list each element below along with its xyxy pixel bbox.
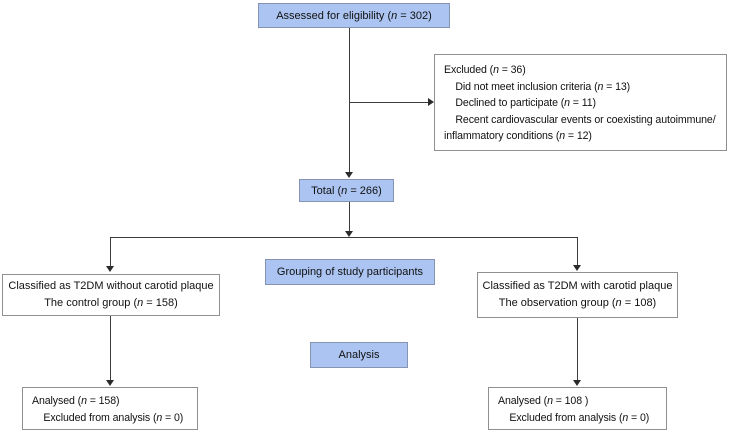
arrowhead-into-total: [345, 172, 353, 178]
arrowhead-at-split: [345, 231, 353, 237]
total-box: Total (n = 266): [299, 179, 394, 202]
analysed-control-box: Analysed (n = 158) Excluded from analysi…: [22, 387, 198, 430]
connector-assessed-to-total: [349, 28, 350, 174]
assessed-eligibility-box: Assessed for eligibility (n = 302): [258, 3, 450, 28]
analysed-observation-box: Analysed (n = 108 ) Excluded from analys…: [488, 387, 667, 430]
arrowhead-into-right-analysed: [573, 380, 581, 386]
arrowhead-into-right-group: [573, 265, 581, 271]
connector-left-group-to-analysed: [110, 316, 111, 381]
grouping-label-box: Grouping of study participants: [265, 259, 435, 285]
arrowhead-into-excluded: [428, 98, 434, 106]
control-group-box: Classified as T2DM without carotid plaqu…: [2, 274, 220, 316]
connector-right-group-to-analysed: [577, 318, 578, 381]
connector-split-to-right-group: [577, 237, 578, 266]
split-line: [110, 237, 578, 238]
analysis-label-box: Analysis: [310, 342, 408, 368]
connector-total-to-split: [349, 202, 350, 231]
connector-split-to-left-group: [110, 237, 111, 267]
connector-to-excluded: [349, 102, 428, 103]
arrowhead-into-left-group: [106, 266, 114, 272]
excluded-box: Excluded (n = 36) Did not meet inclusion…: [434, 54, 727, 151]
arrowhead-into-left-analysed: [106, 380, 114, 386]
